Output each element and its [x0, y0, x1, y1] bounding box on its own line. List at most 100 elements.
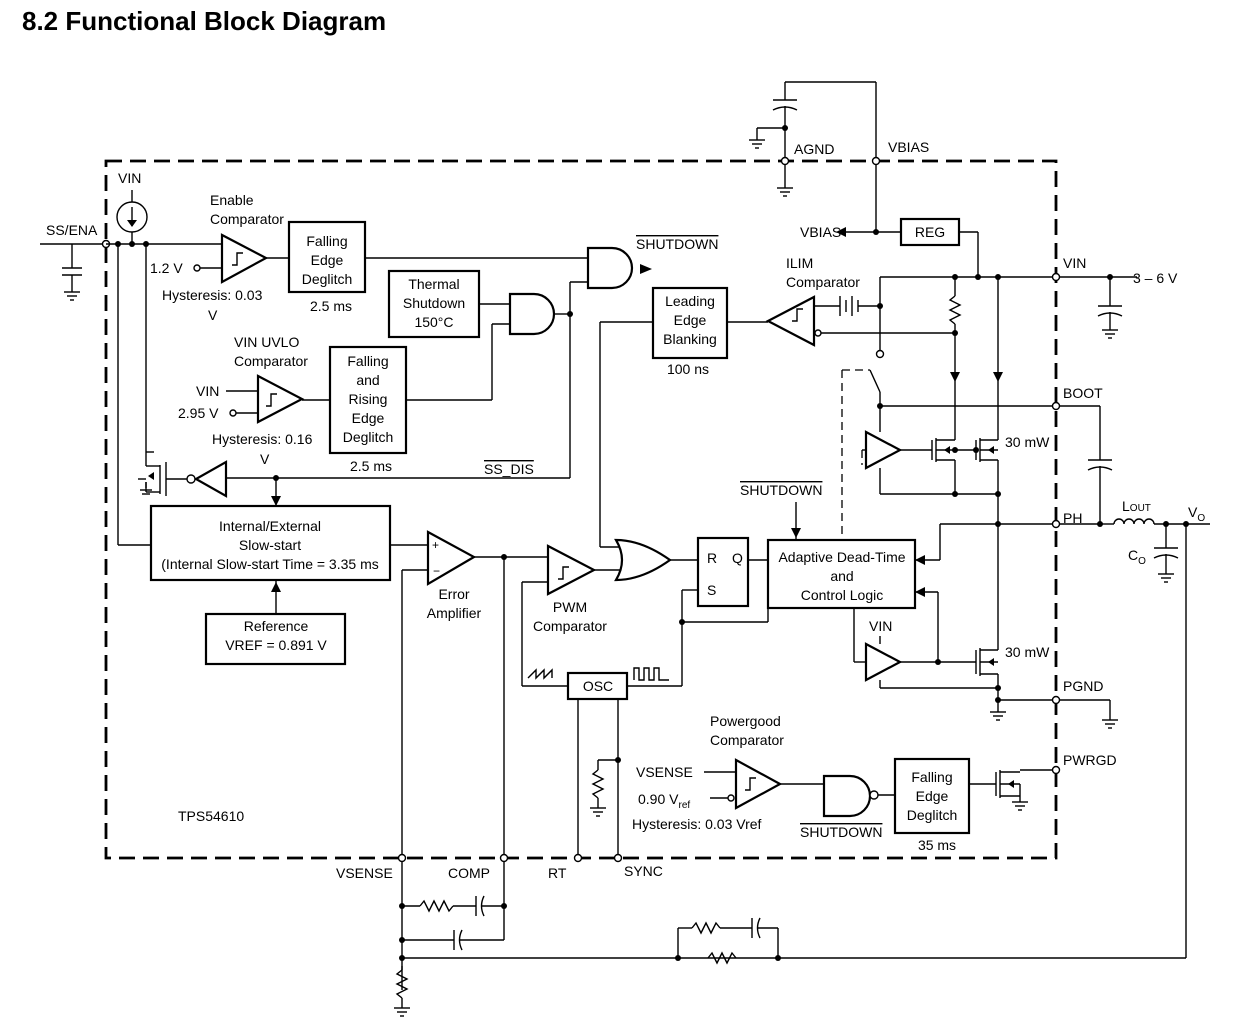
svg-text:2.5 ms: 2.5 ms	[310, 298, 352, 314]
pwrgd-fet	[995, 769, 1056, 811]
svg-text:0.90 Vref: 0.90 Vref	[638, 791, 690, 811]
svg-text:R: R	[707, 550, 717, 566]
svg-text:V: V	[208, 307, 218, 323]
svg-text:SHUTDOWN: SHUTDOWN	[740, 482, 822, 498]
svg-text:VIN: VIN	[869, 618, 892, 634]
boot-pin-label: BOOT	[1063, 385, 1103, 401]
oscillator: OSC	[566, 667, 669, 701]
vin-decoupling-cap	[1097, 277, 1123, 339]
vin-pin-label: VIN	[1063, 255, 1086, 271]
vo-label: VO	[1188, 504, 1205, 524]
pwrgd-pin-label: PWRGD	[1063, 752, 1117, 768]
vsense-pin-label: VSENSE	[336, 865, 393, 881]
svg-text:Hysteresis: 0.03: Hysteresis: 0.03	[162, 287, 263, 303]
ph-pin-label: PH	[1063, 510, 1082, 526]
comp-pin-label: COMP	[448, 865, 490, 881]
svg-text:OSC: OSC	[583, 678, 613, 694]
ss-ena-pin: SS/ENA	[40, 222, 111, 301]
sync-pin-label: SYNC	[624, 863, 663, 879]
agnd-vbias-pins: AGND VBIAS	[749, 81, 929, 197]
ss-dis-label: SS_DIS	[484, 461, 534, 477]
chip-part-number: TPS54610	[178, 808, 244, 824]
svg-text:REG: REG	[915, 224, 945, 240]
svg-text:−: −	[433, 564, 440, 578]
svg-text:+: +	[432, 538, 439, 552]
low-side-fet: 30 mW	[975, 530, 1050, 721]
high-side-driver	[861, 406, 998, 495]
fault-and-gate	[491, 292, 573, 400]
svg-text:35 ms: 35 ms	[918, 837, 956, 853]
svg-text:2.95 V: 2.95 V	[178, 405, 219, 421]
svg-text:Hysteresis: 0.03 Vref: Hysteresis: 0.03 Vref	[632, 816, 762, 832]
regulator: REG	[899, 217, 979, 277]
rt-pulldown	[590, 757, 621, 817]
rt-pin-label: RT	[548, 865, 567, 881]
svg-text:VBIAS: VBIAS	[888, 139, 929, 155]
svg-text:SHUTDOWN: SHUTDOWN	[800, 824, 882, 840]
low-side-driver: VIN	[853, 587, 998, 689]
svg-text:S: S	[707, 582, 716, 598]
pwm-or-gate	[614, 538, 672, 582]
vbias-internal-label: VBIAS	[800, 224, 841, 240]
svg-text:1.2 V: 1.2 V	[150, 260, 183, 276]
page-title: 8.2 Functional Block Diagram	[22, 6, 387, 36]
svg-text:2.5 ms: 2.5 ms	[350, 458, 392, 474]
svg-text:SS/ENA: SS/ENA	[46, 222, 98, 238]
ss-discharge-fet	[138, 244, 167, 496]
sense-resistor	[948, 277, 962, 382]
external-compensation	[394, 861, 1186, 1017]
ramp-icon	[527, 668, 553, 680]
boot-switch	[841, 349, 885, 540]
svg-text:30 mW: 30 mW	[1005, 644, 1050, 660]
output-cap: CO	[1128, 524, 1179, 583]
svg-text:Hysteresis: 0.16: Hysteresis: 0.16	[212, 431, 313, 447]
svg-text:VIN: VIN	[196, 383, 219, 399]
svg-text:30 mW: 30 mW	[1005, 434, 1050, 450]
shutdown-label: SHUTDOWN	[636, 236, 718, 252]
vin-range-label: 3 – 6 V	[1133, 270, 1178, 286]
rs-latch: R Q S	[696, 536, 750, 608]
high-side-fet-pair: 30 mW	[931, 380, 1050, 530]
powergood-and-gate: SHUTDOWN	[800, 774, 882, 840]
svg-text:100 ns: 100 ns	[667, 361, 709, 377]
vin-current-source: VIN	[116, 170, 148, 244]
clock-pulse-icon	[633, 667, 669, 681]
svg-text:LOUT: LOUT	[1122, 498, 1151, 514]
svg-text:CO: CO	[1128, 547, 1146, 567]
svg-text:VIN: VIN	[118, 170, 141, 186]
pgnd-pin-label: PGND	[1063, 678, 1103, 694]
svg-text:V: V	[260, 451, 270, 467]
svg-text:AGND: AGND	[794, 141, 834, 157]
svg-text:Q: Q	[732, 550, 743, 566]
svg-text:VSENSE: VSENSE	[636, 764, 693, 780]
